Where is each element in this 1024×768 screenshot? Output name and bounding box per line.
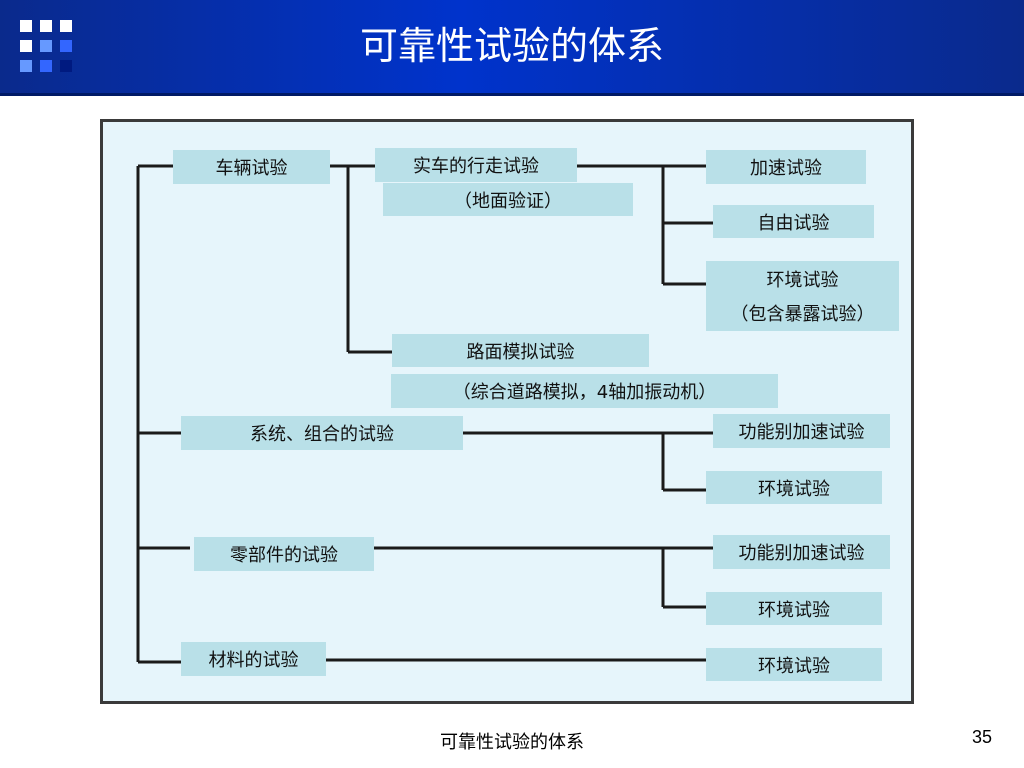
part-env-box: 环境试验 [706, 592, 882, 625]
vehicle-test-box: 车辆试验 [173, 150, 330, 184]
system-func-accel-box: 功能别加速试验 [713, 414, 890, 448]
part-test-box: 零部件的试验 [194, 537, 374, 571]
header-divider [0, 93, 1024, 96]
free-test-box: 自由试验 [713, 205, 874, 238]
page-title: 可靠性试验的体系 [359, 24, 664, 68]
env-test-exposure-box: 环境试验 （包含暴露试验） [706, 261, 899, 331]
env-test-line1: 环境试验 [766, 270, 839, 291]
part-func-accel-box: 功能别加速试验 [713, 535, 890, 569]
accelerated-test-box: 加速试验 [706, 150, 866, 184]
system-test-box: 系统、组合的试验 [181, 416, 463, 450]
real-drive-test-box: 实车的行走试验 [375, 148, 577, 182]
page-number: 35 [972, 727, 993, 747]
road-sim-test-box: 路面模拟试验 [392, 334, 649, 367]
system-env-box: 环境试验 [706, 471, 882, 504]
grid-logo-icon [20, 20, 74, 74]
footer-caption: 可靠性试验的体系 [440, 732, 584, 753]
material-test-box: 材料的试验 [181, 642, 326, 676]
material-env-box: 环境试验 [706, 648, 882, 681]
ground-verification-box: （地面验证） [383, 183, 633, 216]
slide-header: 可靠性试验的体系 [0, 0, 1024, 93]
road-sim-detail-box: （综合道路模拟，4轴加振动机） [391, 374, 778, 408]
env-test-line2: （包含暴露试验） [730, 304, 875, 325]
